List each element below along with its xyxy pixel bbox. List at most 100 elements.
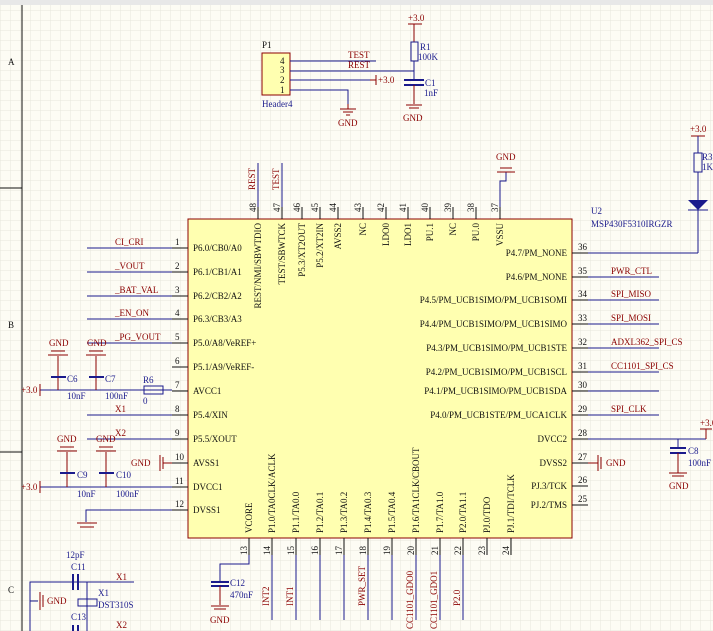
pin-name: VSSU (495, 223, 505, 247)
c9-value: 10nF (77, 489, 96, 499)
pin-name: P4.0/PM_UCB1STE/PM_UCA1CLK (430, 410, 567, 420)
pin-number: 46 (292, 203, 302, 213)
pin-number: 10 (175, 452, 185, 462)
c7-value: 100nF (105, 391, 128, 401)
pin-name: P2.0/TA1.1 (458, 492, 468, 533)
header-p1[interactable]: P1 Header4 4 3 2 1 (261, 40, 293, 109)
gnd-label: GND (669, 481, 689, 491)
pin-number: 13 (239, 546, 249, 556)
gnd-label: GND (49, 338, 69, 348)
pin-name: DVCC1 (193, 482, 223, 492)
header-pin-num: 1 (280, 85, 285, 95)
pin-number: 15 (286, 546, 296, 556)
pin-name: P5.3/XT2OUT (297, 222, 307, 276)
c9-ref: C9 (77, 470, 88, 480)
c7-ref: C7 (105, 374, 116, 384)
mcu-chip-body[interactable] (187, 218, 573, 539)
pin-number: 43 (353, 203, 363, 213)
gnd-label: GND (403, 113, 423, 123)
pin-number: 3 (175, 285, 180, 295)
pin-name: P6.3/CB3/A3 (193, 314, 242, 324)
c10-value: 100nF (116, 489, 139, 499)
pin-name: NC (358, 223, 368, 236)
c8-value: 100nF (688, 458, 711, 468)
crystal-circuit[interactable] (29, 574, 134, 631)
pin-name: AVSS1 (193, 458, 219, 468)
net-label: _BAT_VAL (114, 285, 158, 295)
pin-number: 25 (578, 494, 588, 504)
pin-name: PU.0 (471, 223, 481, 242)
gnd-label: GND (131, 458, 151, 468)
power-label: +3.0 (21, 385, 38, 395)
pin-name: P4.3/PM_UCB1SIMO/PM_UCB1STE (426, 343, 567, 353)
pin-name: AVCC1 (193, 386, 221, 396)
pin-number: 41 (398, 203, 408, 212)
r3-ref: R3 (702, 152, 713, 162)
pin-number: 19 (382, 546, 392, 556)
chip-pins: 1P6.0/CB0/A0CI_CRI2P6.1/CB1/A1_VOUT3P6.2… (87, 163, 683, 629)
r1-c1[interactable]: +3.0 R1 100K C1 1nF GND (403, 13, 439, 123)
pin-number: 8 (175, 404, 180, 414)
pin-name: DVSS1 (193, 505, 221, 515)
c6-ref: C6 (67, 374, 78, 384)
net-label-x2: X2 (116, 620, 127, 630)
c1-value: 1nF (424, 88, 438, 98)
gnd-label: GND (57, 434, 77, 444)
net-label: CC1101_GDO0 (405, 570, 415, 629)
avcc-decoupling[interactable] (39, 350, 172, 396)
c12-value: 470nF (230, 590, 253, 600)
pin-name: TEST/SBWTCK (277, 223, 287, 285)
pin-name: P1.4/TA0.3 (363, 491, 373, 533)
pin-number: 34 (578, 289, 588, 299)
net-label: INT2 (261, 587, 271, 607)
pin-name: P1.6/TA1CLK/CBOUT (411, 447, 421, 533)
power-port (370, 75, 377, 85)
top-bar (0, 0, 713, 5)
net-label: SPI_MISO (611, 289, 652, 299)
net-label-rest: REST (348, 60, 371, 70)
pin-name: P1.5/TA0.4 (387, 491, 397, 533)
net-label: _VOUT (114, 261, 145, 271)
dvcc-decoupling[interactable] (39, 446, 172, 528)
pin-name: LDO0 (381, 223, 391, 246)
zone-label-b: B (8, 320, 14, 330)
dvcc2-decoupling[interactable] (588, 428, 712, 477)
header-part: Header4 (262, 99, 293, 109)
pin-name: P1.7/TA1.0 (435, 491, 445, 533)
pin-number: 5 (175, 332, 180, 342)
pin-name: P1.2/TA0.1 (315, 492, 325, 533)
gnd-label: GND (496, 152, 516, 162)
pin-name: PJ.3/TCK (531, 481, 567, 491)
c12-ref: C12 (230, 578, 245, 588)
net-label: P2.0 (452, 589, 462, 606)
pin-number: 4 (175, 308, 180, 318)
pin-number: 40 (420, 203, 430, 213)
net-label: CC1101_SPI_CS (611, 361, 674, 371)
pin-number: 22 (453, 546, 463, 555)
net-label: PWR_CTL (611, 266, 652, 276)
c11-ref: C11 (71, 562, 86, 572)
header-pin-num: 3 (280, 65, 285, 75)
pin-name: P1.3/TA0.2 (339, 492, 349, 533)
pin-name: P4.1/PM_UCB1SIMO/PM_UCB1SDA (424, 386, 567, 396)
r3-led[interactable]: +3.0 R3 1K (588, 124, 713, 254)
pin-number: 17 (334, 546, 344, 556)
chip-part-number: MSP430F5310IRGZR (591, 219, 673, 229)
c11-value: 12pF (66, 550, 85, 560)
vcore-capacitor[interactable] (211, 555, 250, 610)
pin-name: P5.2/XT2IN (315, 223, 325, 268)
pin-name: PJ.0/TDO (482, 496, 492, 533)
pin-number: 47 (272, 203, 282, 213)
header-designator: P1 (262, 40, 272, 50)
pin-name: P1.1/TA0.0 (291, 491, 301, 533)
gnd-label: GND (47, 596, 67, 606)
chip-designator: U2 (591, 206, 602, 216)
power-label: +3.0 (408, 13, 425, 23)
pin-number: 18 (358, 546, 368, 556)
pin-number: 26 (578, 475, 588, 485)
zone-label-c: C (8, 585, 14, 595)
r3-value: 1K (702, 162, 713, 172)
pin-number: 38 (466, 203, 476, 213)
header-pin-num: 2 (280, 75, 285, 85)
